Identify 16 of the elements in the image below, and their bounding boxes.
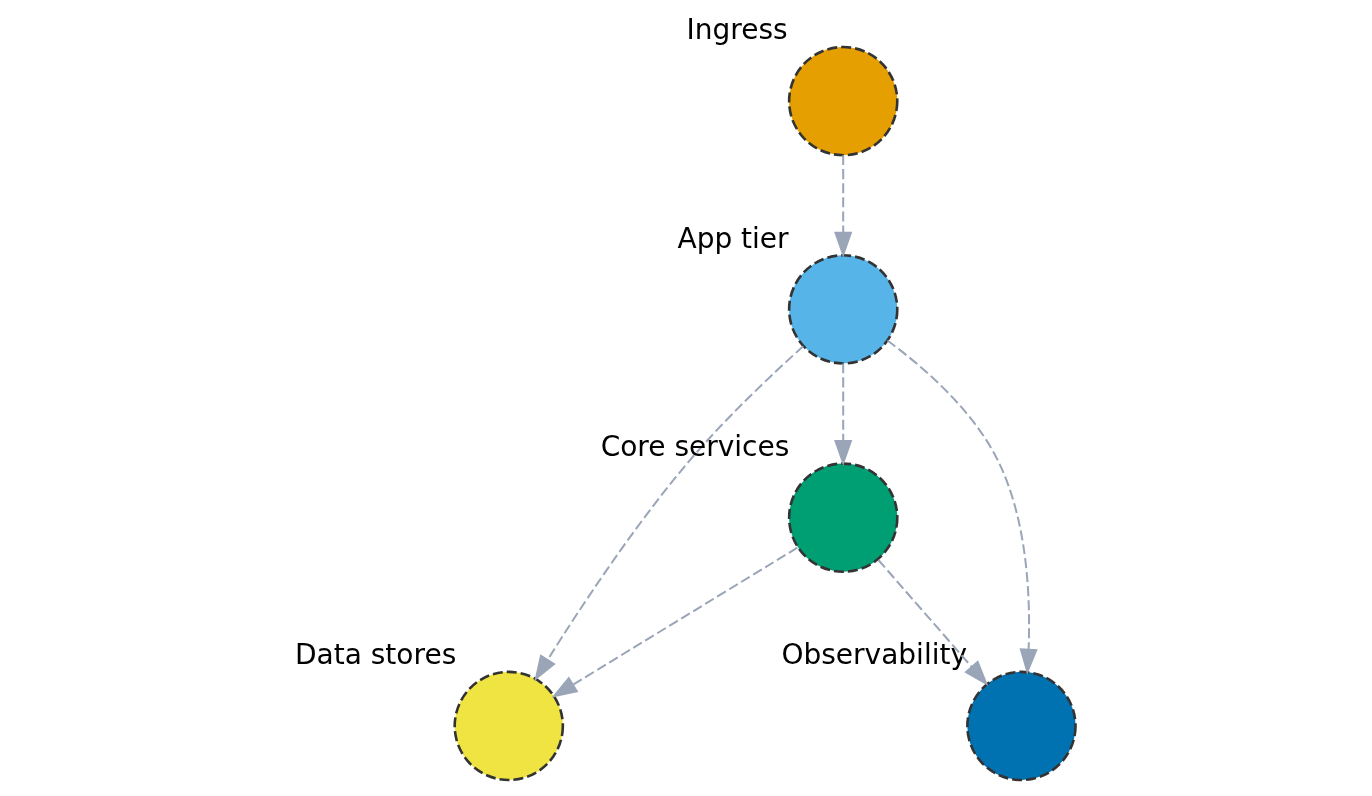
node-label: Core services	[600, 429, 790, 463]
arrow	[834, 361, 853, 466]
node-circle	[453, 670, 565, 781]
arrow	[834, 153, 853, 258]
node-circle	[787, 461, 899, 573]
node-circle	[966, 670, 1077, 781]
node-label: Ingress	[686, 12, 788, 46]
arrow	[551, 546, 799, 698]
node-label: App tier	[677, 221, 789, 255]
node-label: Data stores	[294, 637, 457, 671]
arrow	[534, 344, 805, 681]
node-circle	[787, 253, 899, 365]
node-circle	[787, 45, 899, 156]
node-label: Observability	[781, 637, 968, 671]
arrow	[877, 558, 989, 686]
arrow	[886, 339, 1038, 675]
